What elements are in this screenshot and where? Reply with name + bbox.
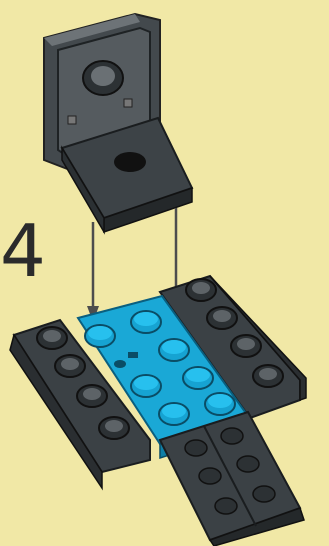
bracket-base-hole xyxy=(114,152,146,172)
center-inverted-slope xyxy=(160,412,304,546)
bracket-stud-inner xyxy=(91,66,115,86)
bracket-tab-right xyxy=(124,99,132,107)
blue-plate-connector xyxy=(128,352,138,358)
bracket-tab-left xyxy=(68,116,76,124)
angle-bracket xyxy=(44,14,192,232)
